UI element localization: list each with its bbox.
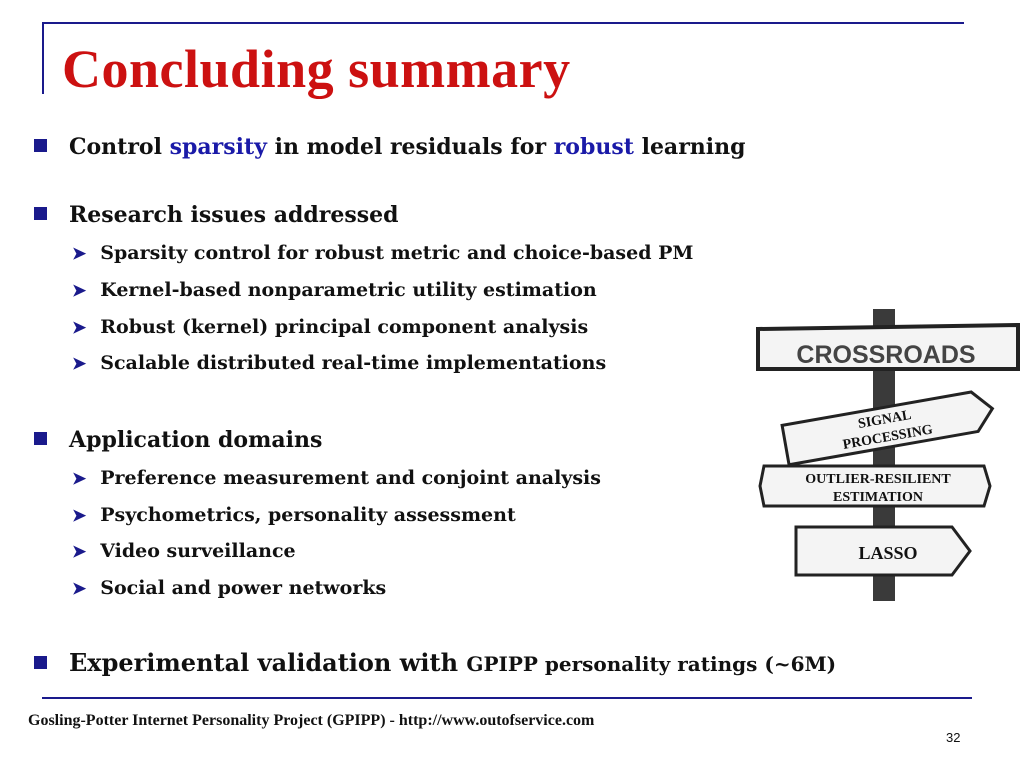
slide-title: Concluding summary xyxy=(62,39,571,99)
bullet-text: Research issues addressed xyxy=(69,202,399,228)
bullet-experimental-validation: Experimental validation with GPIPP perso… xyxy=(34,648,836,677)
sign-estimation-text: ESTIMATION xyxy=(833,490,923,505)
sub-bullet-text: Sparsity control for robust metric and c… xyxy=(100,242,694,264)
arrow-bullet-icon: ➤ xyxy=(72,542,87,562)
arrow-bullet-icon: ➤ xyxy=(72,281,87,301)
sign-outlier-text: OUTLIER-RESILIENT xyxy=(805,472,951,487)
sub-bullet: ➤ Social and power networks xyxy=(72,577,386,599)
arrow-bullet-icon: ➤ xyxy=(72,506,87,526)
square-bullet-icon xyxy=(34,207,47,220)
sub-bullet-text: Video surveillance xyxy=(100,540,296,562)
arrow-bullet-icon: ➤ xyxy=(72,244,87,264)
sign-crossroads xyxy=(756,322,1020,371)
footer-credit: Gosling-Potter Internet Personality Proj… xyxy=(28,712,595,729)
bullet-text: learning xyxy=(633,134,746,160)
sub-bullet: ➤ Psychometrics, personality assessment xyxy=(72,504,516,526)
bullet-text: Experimental validation with xyxy=(69,648,467,677)
highlight-robust: robust xyxy=(553,134,634,160)
bullet-research-issues: Research issues addressed xyxy=(34,202,398,228)
sub-bullet-text: Psychometrics, personality assessment xyxy=(100,504,516,526)
bullet-text: in model residuals for xyxy=(266,134,554,160)
square-bullet-icon xyxy=(34,139,47,152)
bullet-control-sparsity: Control sparsity in model residuals for … xyxy=(34,134,746,160)
sub-bullet-text: Kernel-based nonparametric utility estim… xyxy=(100,279,597,301)
bullet-text: GPIPP personality ratings (~6M) xyxy=(466,652,837,676)
arrow-bullet-icon: ➤ xyxy=(72,318,87,338)
page-number: 32 xyxy=(946,730,961,745)
sub-bullet-text: Robust (kernel) principal component anal… xyxy=(100,316,589,338)
sub-bullet: ➤ Preference measurement and conjoint ana… xyxy=(72,467,601,489)
footer-divider xyxy=(42,697,972,699)
highlight-sparsity: sparsity xyxy=(169,134,267,160)
arrow-bullet-icon: ➤ xyxy=(72,579,87,599)
sub-bullet: ➤ Video surveillance xyxy=(72,540,296,562)
sign-outlier-resilient xyxy=(758,464,992,508)
bullet-text: Control xyxy=(69,134,170,160)
sub-bullet: ➤ Robust (kernel) principal component ana… xyxy=(72,316,588,338)
square-bullet-icon xyxy=(34,656,47,669)
arrow-bullet-icon: ➤ xyxy=(72,469,87,489)
square-bullet-icon xyxy=(34,432,47,445)
sign-lasso-text: LASSO xyxy=(858,543,917,563)
sub-bullet: ➤ Kernel-based nonparametric utility esti… xyxy=(72,279,597,301)
sub-bullet: ➤ Sparsity control for robust metric and … xyxy=(72,242,693,264)
sub-bullet-text: Scalable distributed real-time implement… xyxy=(100,352,607,374)
sub-bullet-text: Social and power networks xyxy=(100,577,387,599)
sub-bullet-text: Preference measurement and conjoint anal… xyxy=(100,467,601,489)
title-frame-left xyxy=(42,22,44,94)
sign-signal-processing xyxy=(780,390,995,467)
sub-bullet: ➤ Scalable distributed real-time implemen… xyxy=(72,352,606,374)
bullet-application-domains: Application domains xyxy=(34,427,322,453)
sign-crossroads-text: CROSSROADS xyxy=(796,341,975,369)
sign-lasso xyxy=(794,525,972,577)
crossroads-signpost-illustration: CROSSROADS SIGNAL PROCESSING OUTLIER-RES… xyxy=(756,309,1020,601)
bullet-text: Application domains xyxy=(69,427,323,453)
arrow-bullet-icon: ➤ xyxy=(72,354,87,374)
title-frame-top xyxy=(42,22,964,24)
